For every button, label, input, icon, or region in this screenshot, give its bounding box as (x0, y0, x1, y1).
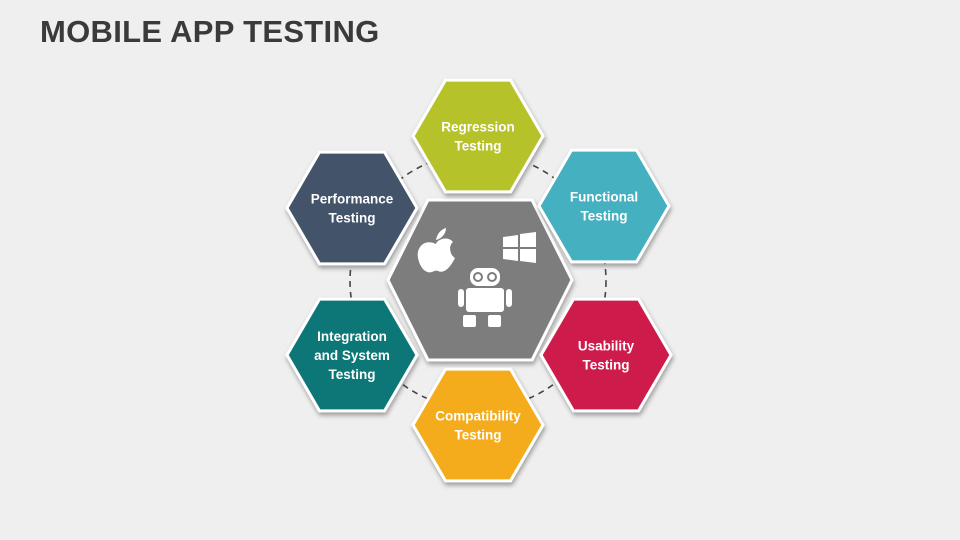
hexagon-shape-regression (411, 78, 545, 194)
hexagon-label-compatibility: Compatibility (435, 409, 521, 424)
hexagon-label-integration: and System (314, 348, 390, 363)
hexagon-shape-usability (539, 297, 673, 413)
apple-icon (417, 228, 455, 273)
hexagon-label-usability: Testing (583, 358, 630, 373)
hexagon-label-compatibility: Testing (455, 428, 502, 443)
hexagon-label-usability: Usability (578, 339, 635, 354)
windows-icon (503, 232, 536, 263)
hexagon-label-integration: Testing (329, 367, 376, 382)
hexagon-label-regression: Regression (441, 120, 515, 135)
hexagon-label-functional: Functional (570, 190, 638, 205)
hexagon-label-integration: Integration (317, 329, 387, 344)
hexagon-label-functional: Testing (581, 209, 628, 224)
hexagon-label-performance: Performance (311, 192, 394, 207)
android-robot-icon (458, 268, 512, 327)
hexagon-shape-integration (285, 297, 419, 413)
hexagon-shape-functional (537, 148, 671, 264)
hexagon-shape-compatibility (411, 367, 545, 483)
page-title: MOBILE APP TESTING (40, 14, 380, 49)
hexagon-label-performance: Testing (329, 211, 376, 226)
hexagon-label-regression: Testing (455, 139, 502, 154)
hexagon-shape-performance (285, 150, 419, 266)
